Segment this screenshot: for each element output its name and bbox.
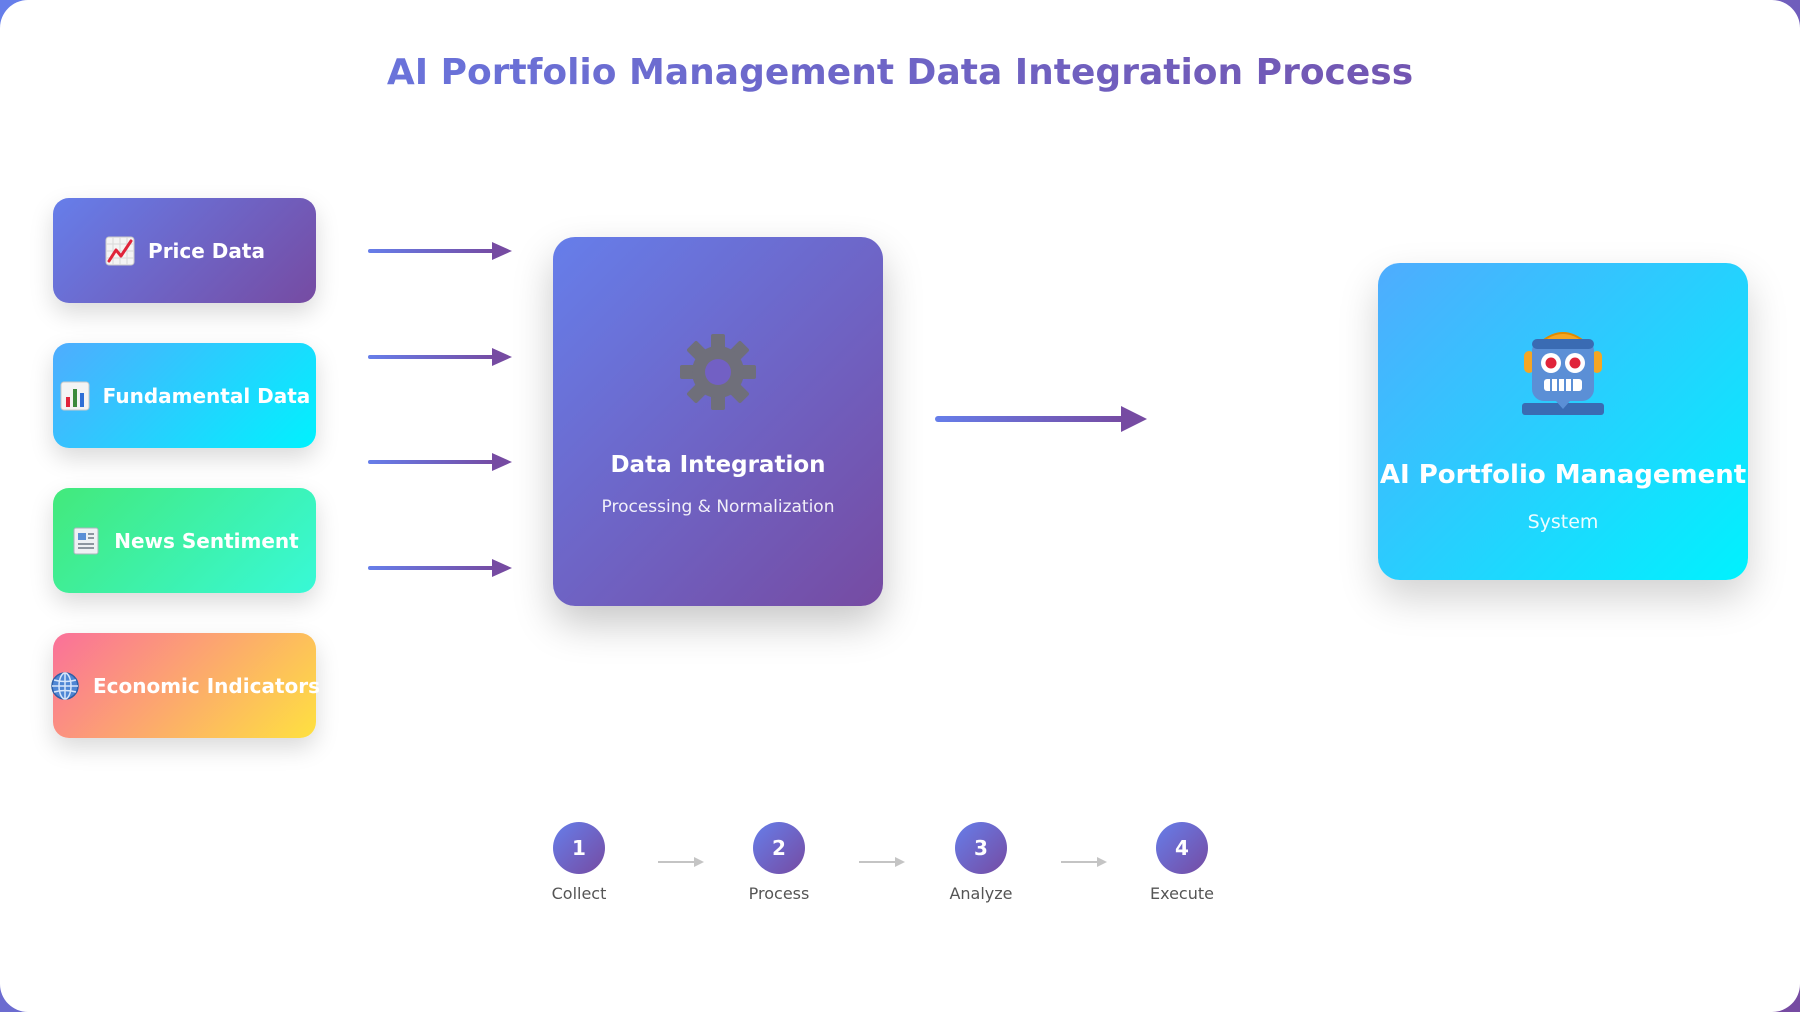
source-label: Economic Indicators xyxy=(92,673,321,698)
step-number: 3 xyxy=(955,822,1007,874)
system-subtitle: System xyxy=(1527,511,1599,533)
source-fundamental-data: Fundamental Data xyxy=(53,343,316,448)
step-label: Execute xyxy=(1150,884,1214,903)
step-number: 2 xyxy=(753,822,805,874)
step-number: 1 xyxy=(553,822,605,874)
source-label: Fundamental Data xyxy=(102,383,311,408)
source-label: Price Data xyxy=(148,238,265,263)
flow-arrow xyxy=(368,348,512,366)
globe-icon xyxy=(49,670,81,702)
source-economic-indicators: Economic Indicators xyxy=(51,633,320,738)
source-price-data: Price Data xyxy=(53,198,316,303)
step-label: Analyze xyxy=(949,884,1013,903)
flow-arrow xyxy=(368,559,512,577)
newspaper-icon xyxy=(70,525,102,557)
step-collect: 1 Collect xyxy=(519,822,639,903)
robot-icon xyxy=(1518,321,1608,421)
step-arrow xyxy=(1061,857,1107,867)
step-arrow xyxy=(859,857,905,867)
flow-arrow-to-system xyxy=(935,406,1147,432)
system-title: AI Portfolio Management xyxy=(1379,460,1747,490)
integration-subtitle: Processing & Normalization xyxy=(601,497,835,517)
integration-box: Data Integration Processing & Normalizat… xyxy=(553,237,883,606)
bar-chart-icon xyxy=(59,380,91,412)
source-label: News Sentiment xyxy=(114,528,299,553)
step-execute: 4 Execute xyxy=(1122,822,1242,903)
page-title: AI Portfolio Management Data Integration… xyxy=(0,52,1800,93)
integration-title: Data Integration xyxy=(610,452,826,478)
step-process: 2 Process xyxy=(719,822,839,903)
flow-arrow xyxy=(368,242,512,260)
step-label: Collect xyxy=(551,884,607,903)
chart-increasing-icon xyxy=(104,235,136,267)
step-analyze: 3 Analyze xyxy=(921,822,1041,903)
system-box: AI Portfolio Management System xyxy=(1378,263,1748,580)
source-news-sentiment: News Sentiment xyxy=(53,488,316,593)
gear-icon xyxy=(678,332,758,416)
flow-arrow xyxy=(368,453,512,471)
step-label: Process xyxy=(748,884,810,903)
step-number: 4 xyxy=(1156,822,1208,874)
step-arrow xyxy=(658,857,704,867)
